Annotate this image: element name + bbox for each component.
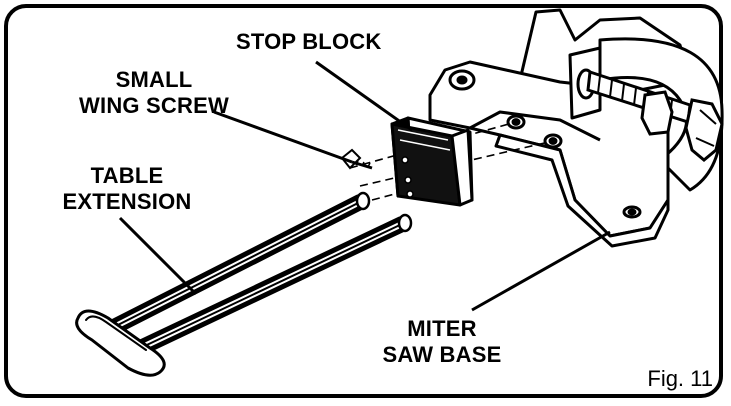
small-wing-screw-label-line2: WING SCREW bbox=[79, 93, 229, 118]
miter-saw-base-label: MITER SAW BASE bbox=[372, 316, 512, 368]
table-extension-label-line1: TABLE bbox=[90, 163, 164, 188]
miter-saw-base-label-line1: MITER bbox=[407, 316, 477, 341]
leader-stop-block bbox=[315, 60, 413, 132]
stop-block-label: STOP BLOCK bbox=[236, 29, 381, 55]
figure-number: Fig. 11 bbox=[647, 366, 713, 391]
small-wing-screw-label: SMALL WING SCREW bbox=[54, 67, 254, 119]
table-extension-label: TABLE EXTENSION bbox=[52, 163, 202, 215]
stop-block-label-text: STOP BLOCK bbox=[236, 29, 382, 54]
table-extension-label-line2: EXTENSION bbox=[62, 189, 192, 214]
leader-lines bbox=[118, 60, 611, 312]
small-wing-screw-label-line1: SMALL bbox=[115, 67, 193, 92]
leader-wing-screw bbox=[213, 110, 353, 164]
leader-table-extension bbox=[118, 216, 198, 296]
wing-screw-drawing bbox=[340, 148, 373, 170]
clamp-screw-drawing bbox=[586, 69, 724, 162]
miter-saw-base-label-line2: SAW BASE bbox=[382, 342, 502, 367]
table-extension-drawing bbox=[75, 191, 413, 377]
leader-miter-saw-base bbox=[471, 230, 611, 312]
stop-block-drawing bbox=[390, 116, 474, 207]
miter-saw-base-drawing bbox=[428, 8, 724, 248]
